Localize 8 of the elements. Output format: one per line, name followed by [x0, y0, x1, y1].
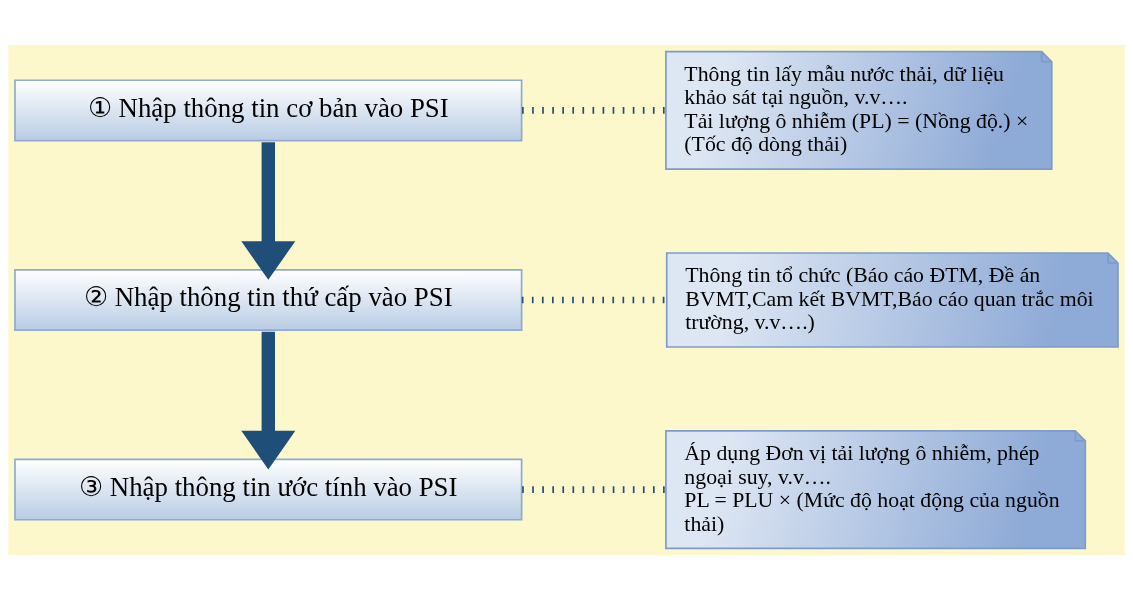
- node-box: ③ Nhập thông tin ước tính vào PSI: [14, 458, 523, 521]
- node-box: ② Nhập thông tin thứ cấp vào PSI: [14, 268, 523, 332]
- connector: [522, 486, 666, 493]
- arrow: [241, 331, 296, 470]
- arrow: [241, 142, 296, 280]
- node-box: ① Nhập thông tin cơ bản vào PSI: [14, 79, 523, 142]
- connector: [522, 107, 666, 114]
- connector: [521, 296, 667, 304]
